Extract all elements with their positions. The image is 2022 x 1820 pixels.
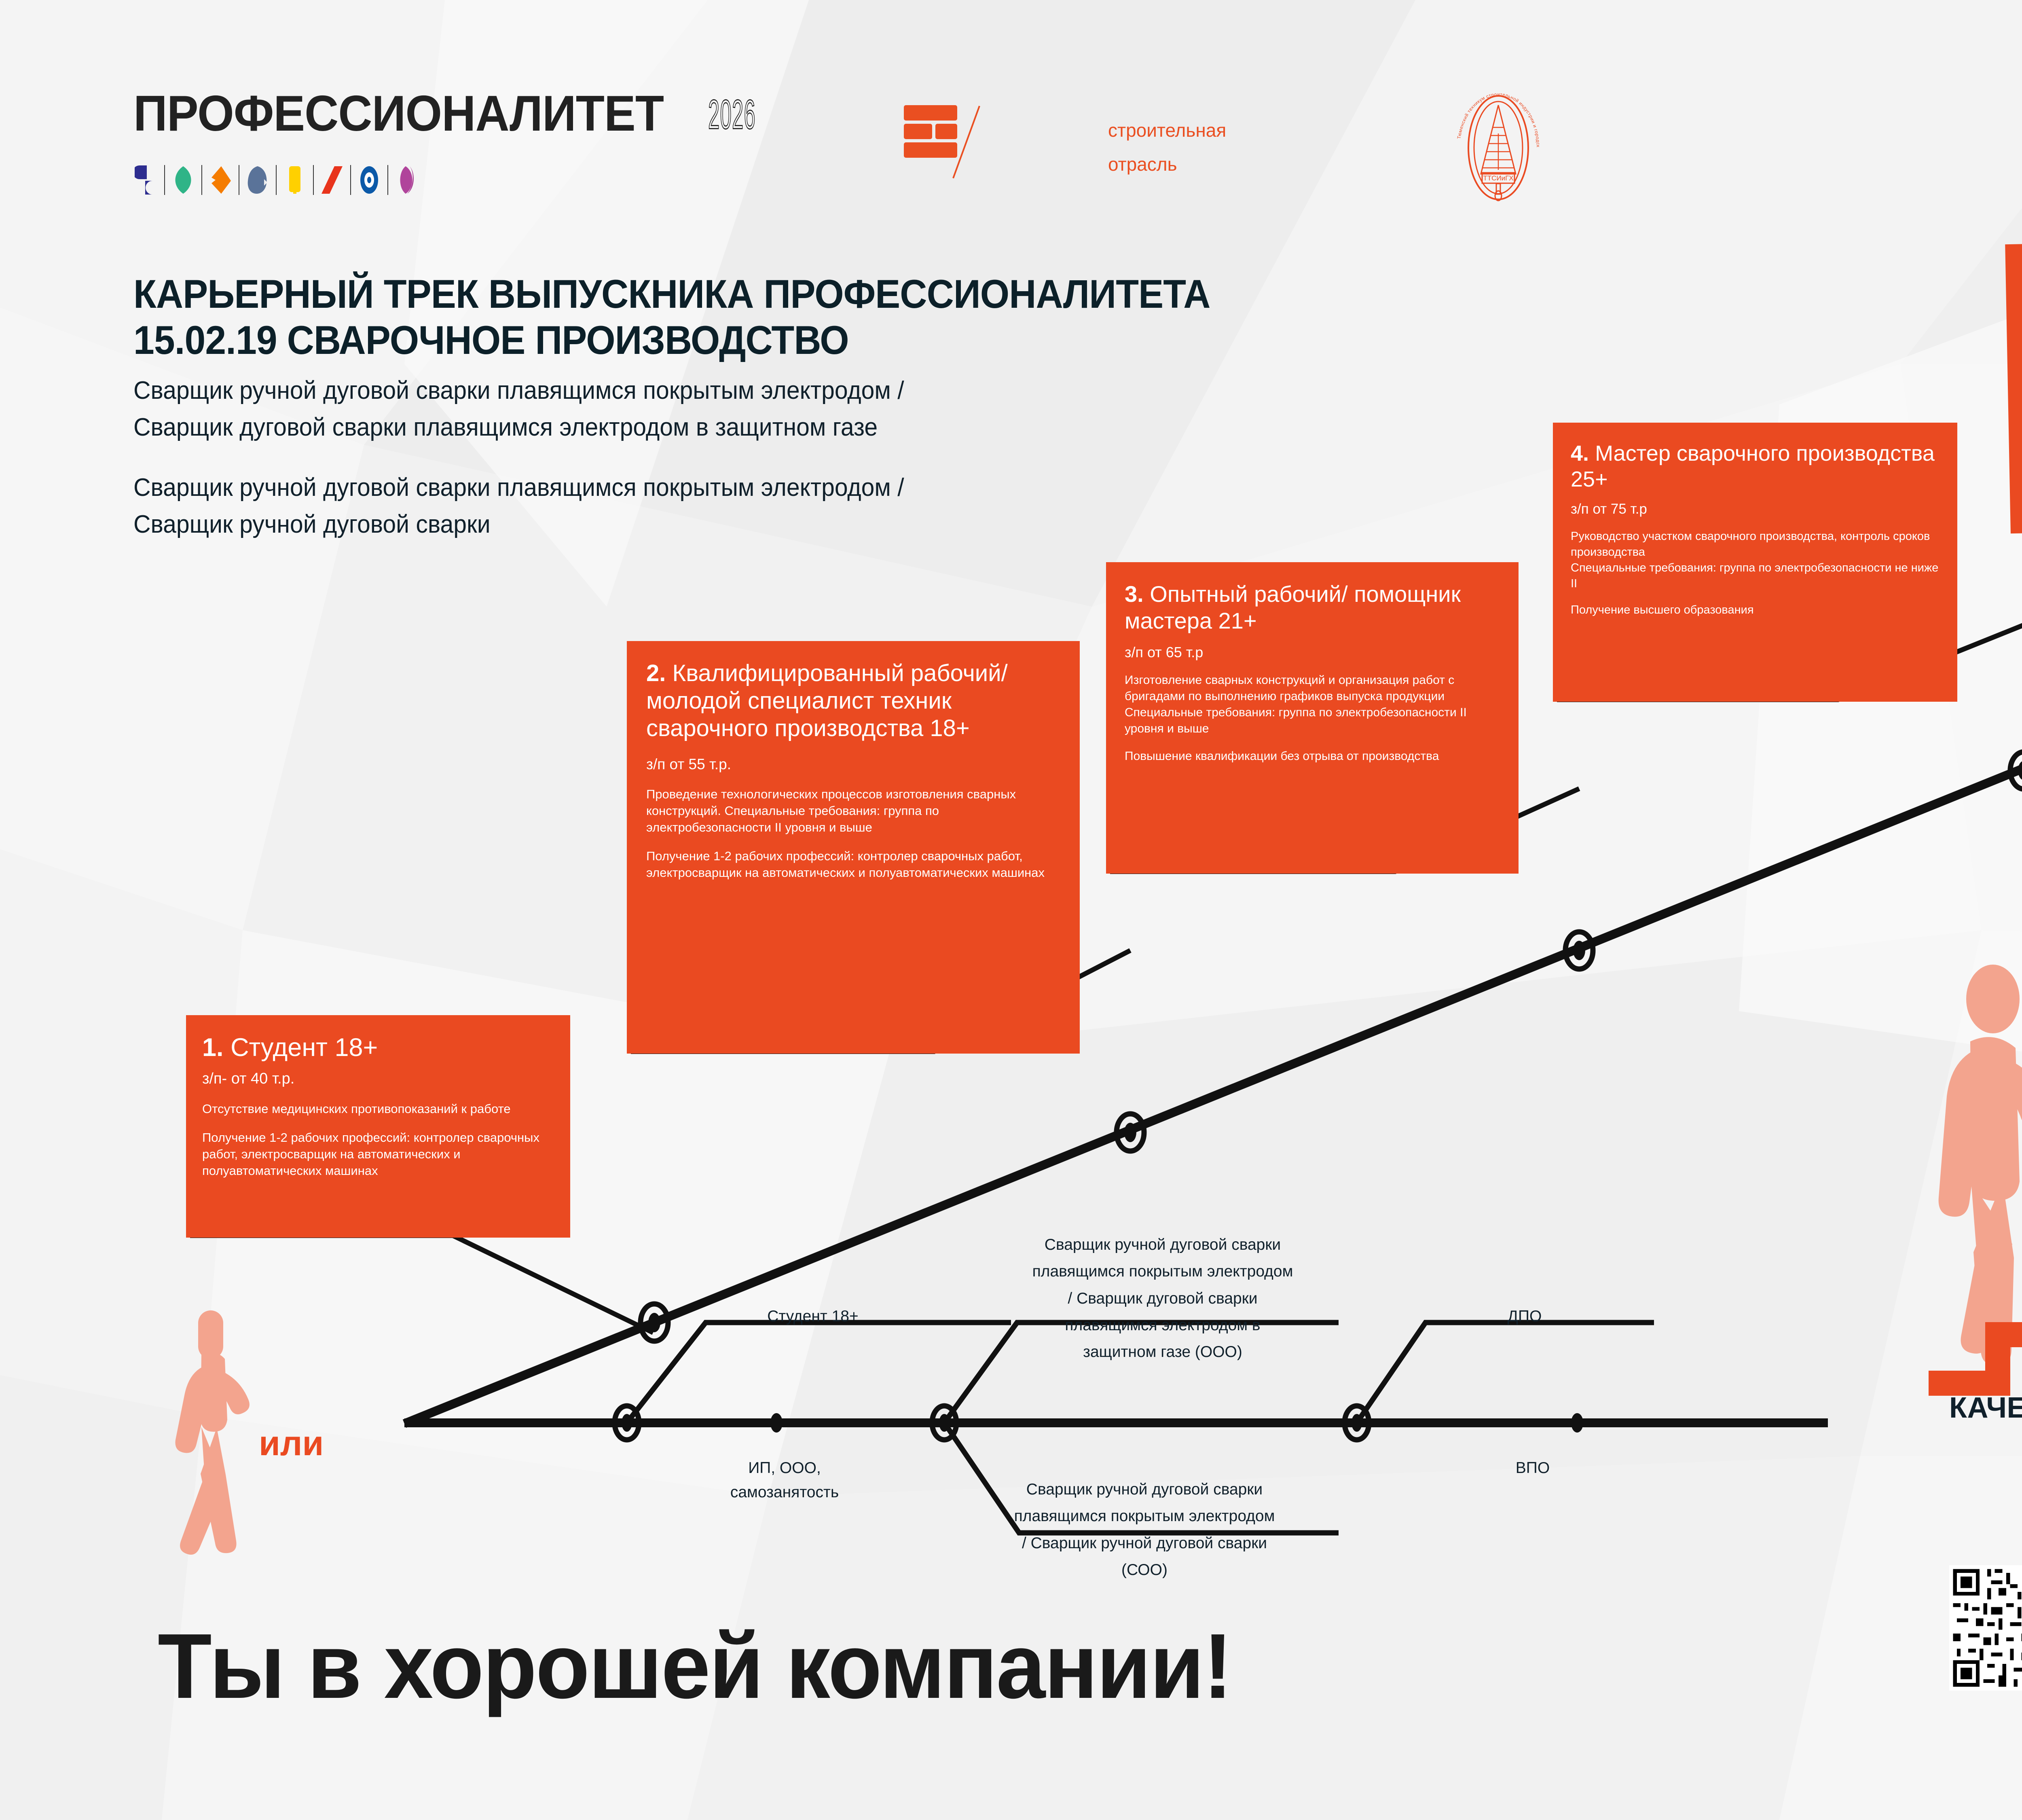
track-label-below-3: ВПО: [1515, 1459, 1550, 1477]
icon-droplet-orange: [208, 165, 233, 195]
qual-a-line2: Сварщик дуговой сварки плавящимся электр…: [133, 413, 878, 441]
step-4-para-1: Получение высшего образования: [1571, 603, 1754, 616]
branch-line1: строительная: [1108, 120, 1227, 141]
qual-b-line1: Сварщик ручной дуговой сварки плавящимся…: [133, 474, 904, 502]
track-label-below-1: ИП, ООО, самозанятость: [730, 1459, 839, 1501]
step-3-number: 3.: [1125, 581, 1144, 607]
title-line2: 15.02.19 СВАРОЧНОЕ ПРОИЗВОДСТВО: [133, 317, 849, 362]
branch-label: строительная отрасль: [1108, 113, 1226, 181]
icon-divider: [313, 165, 314, 195]
icon-target: [357, 165, 382, 195]
qual-a-line1: Сварщик ручной дуговой сварки плавящимся…: [133, 377, 904, 404]
step-4-para-0: Руководство участком сварочного производ…: [1571, 530, 1939, 590]
step-2-para-0: Проведение технологических процессов изг…: [646, 787, 1016, 834]
qual-b-line2: Сварщик ручной дуговой сварки: [133, 510, 491, 538]
or-label: или: [259, 1424, 324, 1463]
icon-petal-magenta: [394, 165, 419, 195]
step-1-number: 1.: [202, 1033, 224, 1062]
icon-divider: [276, 165, 277, 195]
slogan-headline: Ты в хорошей компании!: [158, 1615, 1233, 1718]
step-3-para-0: Изготовление сварных конструкций и орган…: [1125, 673, 1467, 735]
seal-ring-text: Тюменский техникум строительной индустри…: [1444, 93, 1540, 148]
step-2-para-1: Получение 1-2 рабочих профессий: контрол…: [646, 849, 1045, 880]
college-seal: ТТСИиГХ Тюменский техникум строительной …: [1442, 89, 1553, 202]
branch-line2: отрасль: [1108, 154, 1177, 175]
step-3-heading: 3. Опытный рабочий/ помощник мастера 21+: [1125, 581, 1500, 634]
icon-lightning: [133, 165, 159, 195]
step-1-para-0: Отсутствие медицинских противопоказаний …: [202, 1102, 511, 1116]
walking-person-icon: [175, 1310, 250, 1555]
step-card-1[interactable]: 1. Студент 18+ з/п- от 40 т.р. Отсутстви…: [186, 1015, 570, 1238]
step-3-para-1: Повышение квалификации без отрыва от про…: [1125, 749, 1439, 763]
step-4-role: Мастер сварочного производства 25+: [1571, 441, 1935, 491]
brick-icon: [904, 105, 957, 158]
track-label-above-1: Студент 18+: [767, 1308, 859, 1325]
step-1-para-1: Получение 1-2 рабочих профессий: контрол…: [202, 1130, 539, 1178]
step-2-salary: з/п от 55 т.р.: [646, 756, 731, 772]
icon-divider: [164, 165, 165, 195]
icon-bulb-yellow: [282, 165, 307, 195]
step-2-heading: 2. Квалифицированный рабочий/молодой спе…: [646, 660, 1060, 742]
step-card-4[interactable]: 4. Мастер сварочного производства 25+ з/…: [1553, 423, 1957, 702]
stairs-arrow-icon: [1929, 1322, 2022, 1396]
step-2-role: Квалифицированный рабочий/молодой специа…: [646, 660, 1008, 741]
track-label-above-2: Сварщик ручной дуговой сварки плавящимся…: [1032, 1236, 1293, 1361]
step-3-salary: з/п от 65 т.р: [1125, 644, 1203, 660]
title-line1: КАРЬЕРНЫЙ ТРЕК ВЫПУСКНИКА ПРОФЕССИОНАЛИТ…: [133, 271, 1210, 316]
step-card-2[interactable]: 2. Квалифицированный рабочий/молодой спе…: [627, 641, 1080, 1054]
step-4-heading: 4. Мастер сварочного производства 25+: [1571, 440, 1940, 492]
step-2-number: 2.: [646, 660, 666, 686]
page-title: КАРЬЕРНЫЙ ТРЕК ВЫПУСКНИКА ПРОФЕССИОНАЛИТ…: [133, 271, 1502, 363]
brand-year: 2026: [708, 91, 756, 138]
icon-leaf: [171, 165, 196, 195]
step-1-heading: 1. Студент 18+: [202, 1033, 554, 1062]
icon-helmet: [245, 165, 270, 195]
track-label-above-3: ДПО: [1507, 1308, 1542, 1325]
step-4-number: 4.: [1571, 441, 1589, 466]
brand-icon-strip: [133, 162, 419, 198]
icon-divider: [387, 165, 388, 195]
step-3-role: Опытный рабочий/ помощник мастера 21+: [1125, 581, 1461, 633]
step-1-role: Студент 18+: [231, 1033, 378, 1062]
brand-logotype: ПРОФЕССИОНАЛИТЕТ 2026: [133, 85, 785, 142]
track-label-below-2: Сварщик ручной дуговой сварки плавящимся…: [1014, 1481, 1275, 1579]
brand-word: ПРОФЕССИОНАЛИТЕТ: [133, 86, 664, 142]
step-1-salary: з/п- от 40 т.р.: [202, 1070, 295, 1087]
seal-abbr: ТТСИиГХ: [1483, 174, 1513, 182]
icon-divider: [201, 165, 202, 195]
promo-line-3: КАЧЕСТВЕННАЯ ПОДГОТОВКА: [1949, 1392, 2022, 1424]
qualification-list-b: Сварщик ручной дуговой сварки плавящимся…: [133, 469, 1478, 543]
step-card-3[interactable]: 3. Опытный рабочий/ помощник мастера 21+…: [1106, 562, 1519, 874]
stairs-climber-graphic: [1929, 965, 2022, 1396]
icon-divider: [350, 165, 351, 195]
qualification-list-a: Сварщик ручной дуговой сварки плавящимся…: [133, 372, 1478, 446]
step-4-salary: з/п от 75 т.р: [1571, 501, 1647, 517]
climbing-person-icon: [1938, 965, 2022, 1365]
icon-slash-red: [319, 165, 345, 195]
qr-code: [1949, 1565, 2022, 1691]
